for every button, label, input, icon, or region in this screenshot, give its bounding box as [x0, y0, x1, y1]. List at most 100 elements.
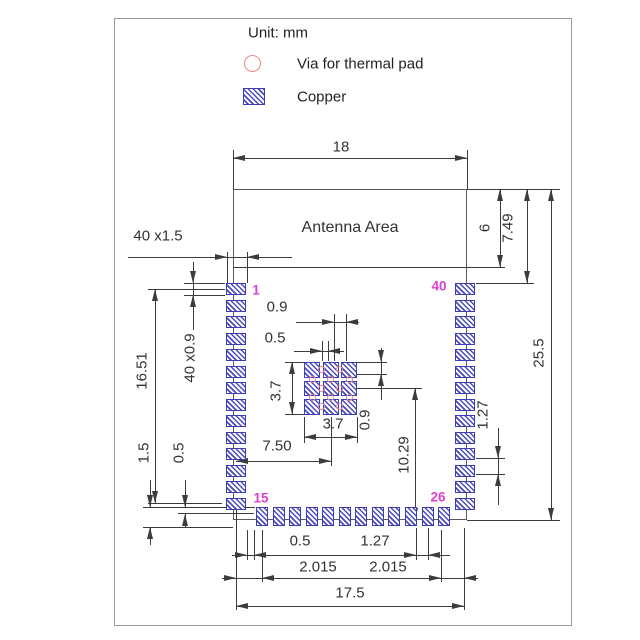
dimension-line: [184, 283, 225, 284]
thermal-via: [327, 375, 335, 383]
dimension-line: [143, 527, 233, 528]
copper-pad-right: [455, 316, 475, 328]
copper-pad-bottom: [371, 507, 384, 526]
dim-side-pad-spec-v: 40 x0.9: [181, 333, 199, 383]
dimension-extension-line: [441, 530, 442, 582]
thermal-via: [317, 384, 325, 392]
dim-corner-pad-h: 1.5: [135, 442, 153, 464]
dimension-line: [357, 374, 387, 375]
dimension-arrow: [304, 433, 316, 440]
dim-corner-gap: 0.5: [170, 442, 188, 464]
dimension-line: [467, 267, 505, 268]
thermal-via: [336, 403, 344, 411]
copper-pad-right: [455, 481, 475, 493]
dimension-extension-line: [331, 417, 332, 466]
dimension-line: [236, 606, 464, 607]
thermal-via: [345, 394, 353, 402]
dimension-arrow: [496, 189, 503, 201]
dimension-line: [467, 189, 560, 190]
dimension-arrow: [146, 495, 153, 507]
dimension-arrow: [494, 446, 501, 458]
dimension-extension-line: [464, 528, 465, 610]
dimension-arrow: [189, 271, 196, 283]
copper-pad-left: [226, 431, 246, 444]
copper-pad-bottom: [388, 507, 401, 526]
dimension-arrow: [181, 495, 188, 507]
dimension-arrow: [224, 574, 236, 581]
dimension-extension-line: [185, 480, 186, 507]
dimension-extension-line: [467, 150, 468, 189]
copper-pad-right: [455, 349, 475, 361]
copper-pad-left: [226, 349, 246, 361]
copper-pad-bottom: [322, 507, 335, 526]
dimension-line: [285, 414, 305, 415]
dim-via-offset-h1: 0.9: [266, 298, 288, 316]
dimension-line: [148, 289, 225, 290]
thermal-via: [317, 366, 325, 374]
dimension-arrow: [215, 253, 227, 260]
dimension-line: [233, 158, 467, 159]
via-legend-label: Via for thermal pad: [297, 55, 424, 73]
copper-pad-right: [455, 382, 475, 394]
dimension-arrow: [523, 271, 530, 283]
dimension-arrow: [428, 551, 440, 558]
dimension-line: [184, 295, 225, 296]
dim-left-pad-span: 16.51: [133, 352, 151, 390]
dimension-line: [357, 362, 387, 363]
dimension-line: [467, 520, 560, 521]
dimension-arrow: [377, 374, 384, 386]
copper-pad-right: [455, 398, 475, 411]
dimension-extension-line: [322, 341, 323, 361]
dimension-extension-line: [247, 530, 248, 560]
dimension-extension-line: [498, 428, 499, 505]
copper-pad-bottom: [421, 507, 434, 526]
dim-module-height: 25.5: [530, 338, 548, 368]
dimension-arrow: [233, 154, 245, 161]
dimension-arrow: [429, 574, 441, 581]
dim-bottom-margin-right: 2.015: [369, 558, 407, 576]
dimension-extension-line: [415, 388, 416, 520]
dimension-arrow: [262, 574, 274, 581]
dimension-arrow: [236, 457, 248, 464]
thermal-pad-cell: [341, 399, 358, 415]
dimension-arrow: [547, 508, 554, 520]
dim-bottom-gap: 0.5: [289, 532, 311, 550]
copper-pad-right: [455, 283, 475, 295]
dimension-arrow: [319, 457, 331, 464]
dimension-line: [304, 437, 357, 438]
copper-pad-right: [455, 332, 475, 345]
copper-pad-left: [226, 398, 246, 411]
dimension-arrow: [146, 527, 153, 539]
copper-legend-icon: [243, 88, 265, 105]
copper-pad-bottom: [272, 507, 285, 526]
copper-pad-left: [226, 415, 246, 427]
dimension-arrow: [247, 253, 259, 260]
copper-pad-bottom: [256, 507, 268, 526]
pin-label-26: 26: [430, 489, 446, 505]
copper-pad-right: [455, 464, 475, 477]
dimension-arrow: [523, 189, 530, 201]
dimension-extension-line: [227, 252, 228, 283]
dimension-arrow: [236, 602, 248, 609]
dimension-arrow: [328, 347, 340, 354]
copper-pad-left: [226, 481, 246, 493]
thermal-via: [308, 394, 316, 402]
dimension-arrow: [496, 255, 503, 267]
copper-pad-right: [455, 448, 475, 460]
dimension-extension-line: [247, 252, 248, 283]
dimension-arrow: [189, 295, 196, 307]
thermal-via: [336, 384, 344, 392]
copper-pad-left: [226, 497, 246, 510]
copper-pad-left: [226, 283, 246, 295]
copper-pad-bottom: [289, 507, 302, 526]
thermal-via: [308, 375, 316, 383]
copper-pad-bottom: [305, 507, 318, 526]
dimension-line: [476, 283, 534, 284]
dimension-arrow: [455, 154, 467, 161]
thermal-via: [336, 366, 344, 374]
dimension-extension-line: [428, 528, 429, 560]
copper-pad-left: [226, 316, 246, 328]
copper-pad-right: [455, 299, 475, 312]
module-outline: [233, 189, 467, 520]
dim-bottom-span: 17.5: [335, 584, 365, 602]
